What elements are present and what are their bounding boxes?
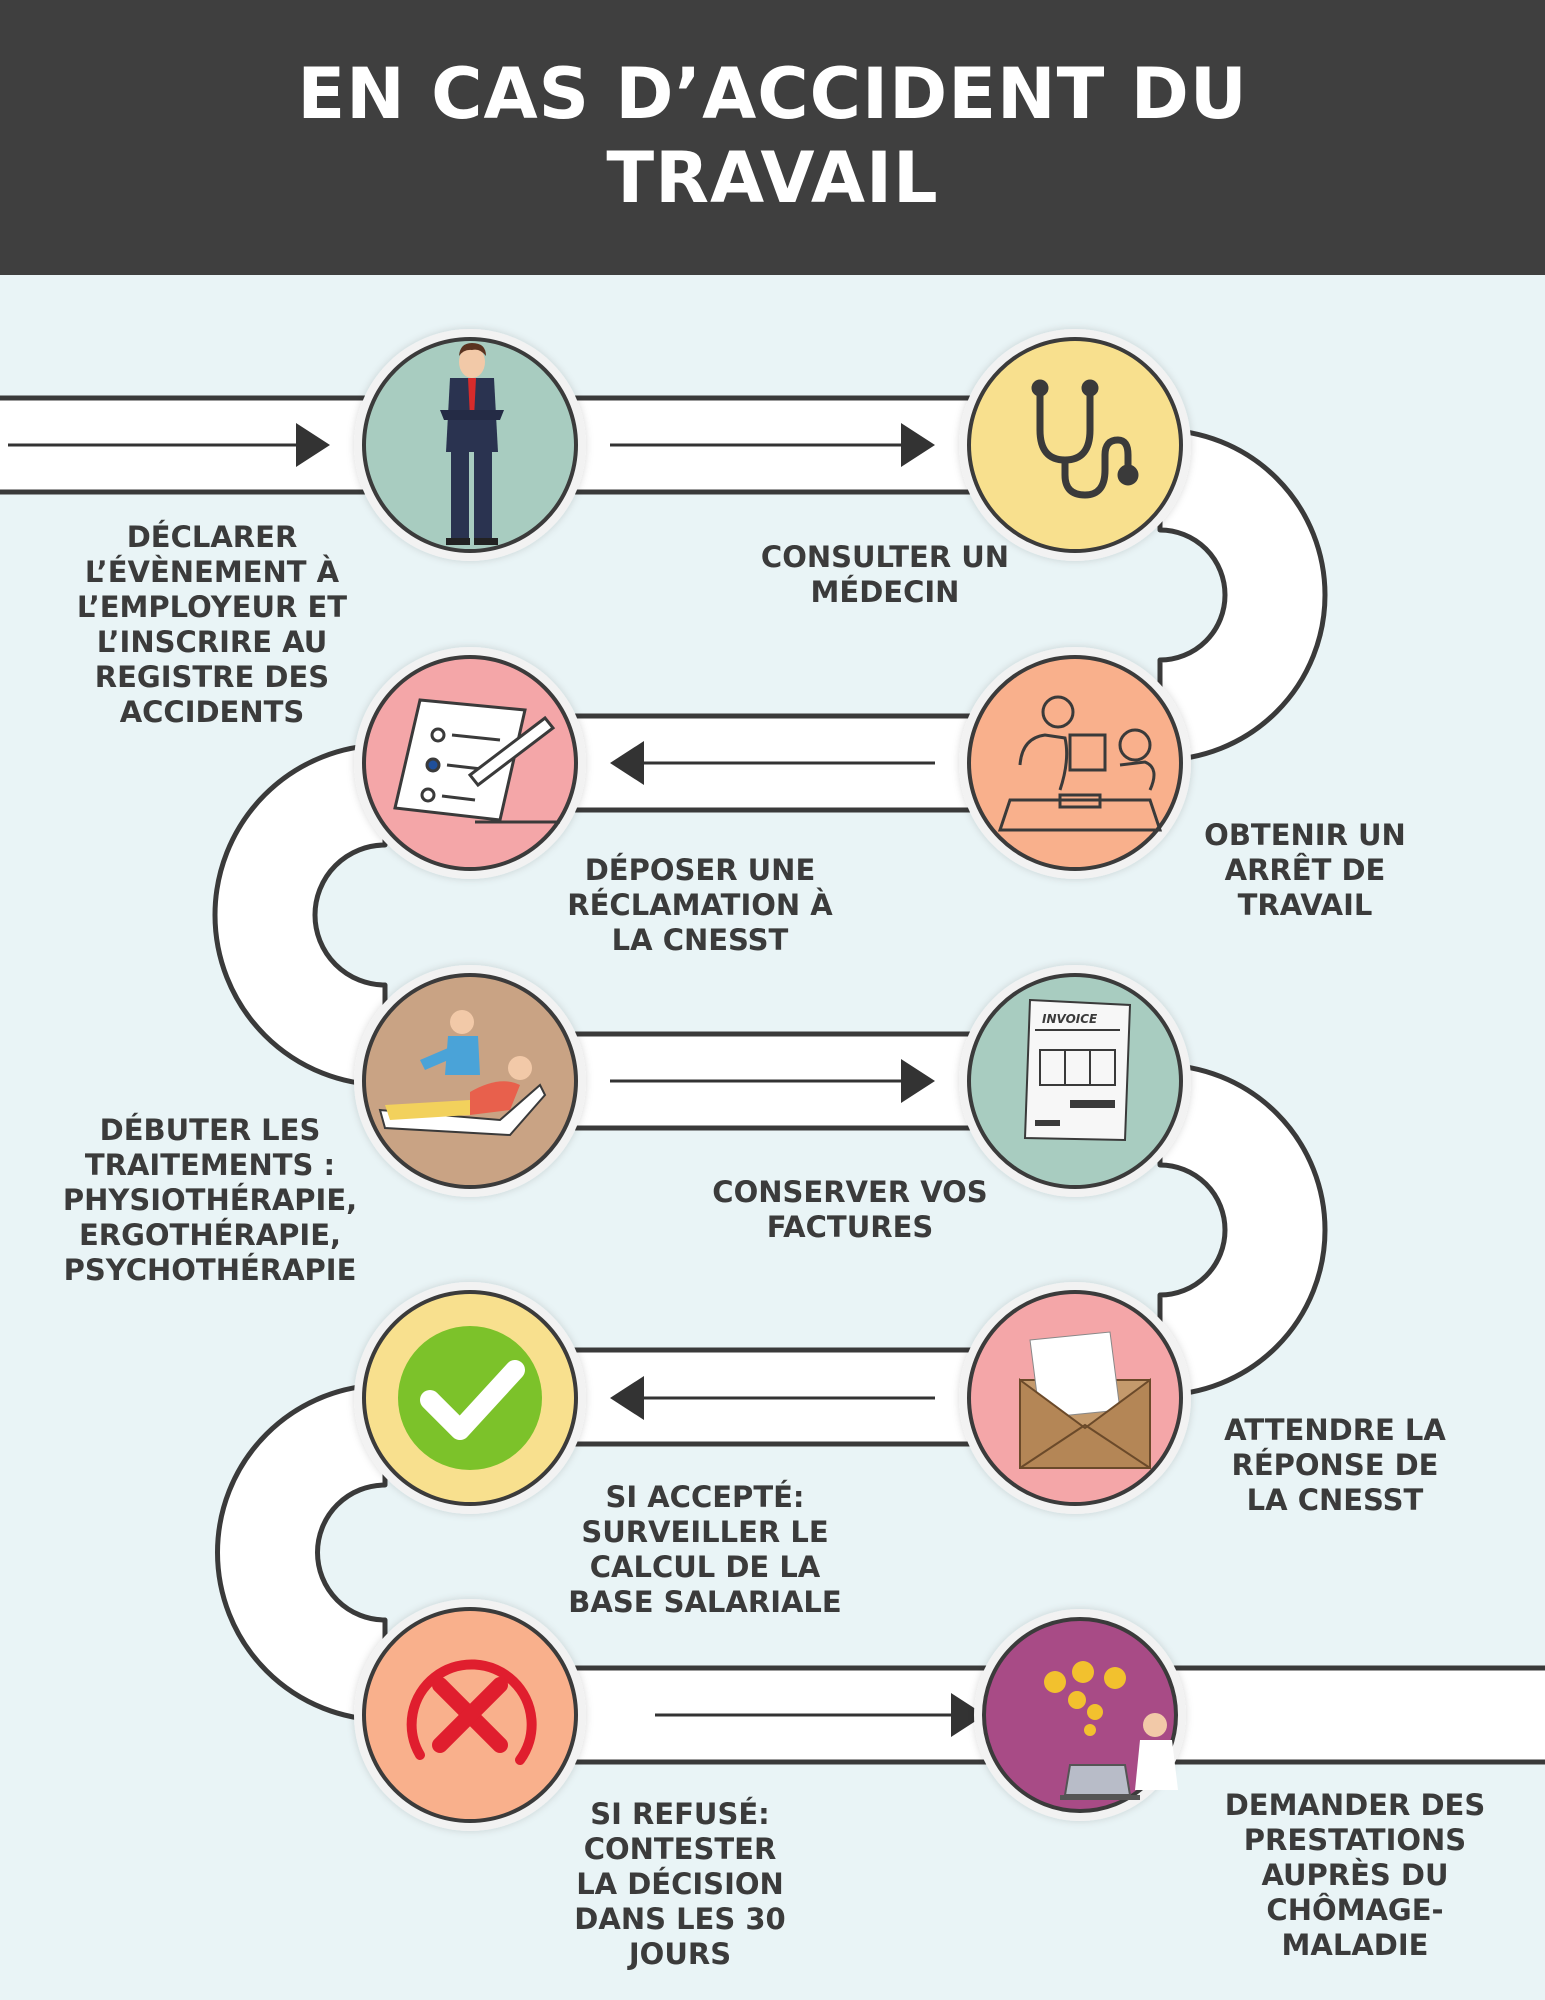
arrow-right-1	[8, 423, 330, 467]
arrow-right-4	[655, 1693, 985, 1737]
arrows	[8, 423, 985, 1737]
cross-icon	[406, 1659, 537, 1765]
arrow-left-2	[610, 1376, 935, 1420]
step-5-label: DÉBUTER LES TRAITEMENTS : PHYSIOTHÉRAPIE…	[62, 1113, 358, 1287]
physiotherapy-icon	[378, 1010, 547, 1137]
curve-connectors	[212, 427, 1328, 1723]
step-8-label: SI ACCEPTÉ: SURVEILLER LE CALCUL DE LA B…	[568, 1480, 842, 1619]
form-document-icon	[393, 698, 560, 824]
arrow-right-2	[610, 423, 935, 467]
step-10-label: DEMANDER DES PRESTATIONS AUPRÈS DU CHÔMA…	[1224, 1788, 1486, 1962]
invoice-icon: INVOICE	[1023, 998, 1132, 1142]
step-4-label: DÉPOSER UNE RÉCLAMATION À LA CNESST	[567, 853, 833, 957]
step-3-circle	[959, 647, 1191, 879]
stethoscope-icon	[1031, 379, 1139, 499]
doctor-consultation-icon	[997, 695, 1163, 832]
step-1-label: DÉCLARER L’ÉVÈNEMENT À L’EMPLOYEUR ET L’…	[76, 520, 348, 729]
step-3-label: OBTENIR UN ARRÊT DE TRAVAIL	[1204, 818, 1406, 922]
page-title: EN CAS D’ACCIDENT DU TRAVAIL	[0, 52, 1545, 220]
envelope-icon	[1019, 1331, 1151, 1469]
step-10-circle	[974, 1609, 1186, 1821]
step-2-circle	[959, 329, 1191, 561]
title-line-2: TRAVAIL	[606, 137, 939, 219]
step-5-circle	[354, 965, 586, 1197]
step-6-label: CONSERVER VOS FACTURES	[712, 1175, 988, 1244]
step-2-label: CONSULTER UN MÉDECIN	[760, 540, 1010, 609]
invoice-icon-text: INVOICE	[1042, 1012, 1098, 1026]
step-9-label: SI REFUSÉ: CONTESTER LA DÉCISION DANS LE…	[574, 1797, 786, 1971]
checkmark-icon	[398, 1326, 542, 1470]
step-7-label: ATTENDRE LA RÉPONSE DE LA CNESST	[1224, 1413, 1446, 1517]
money-laptop-icon	[1044, 1661, 1178, 1800]
header-banner: EN CAS D’ACCIDENT DU TRAVAIL	[0, 0, 1545, 275]
arrow-right-3	[610, 1059, 935, 1103]
title-line-1: EN CAS D’ACCIDENT DU	[297, 53, 1248, 135]
businessman-icon	[440, 343, 504, 545]
arrow-left-1	[610, 741, 935, 785]
